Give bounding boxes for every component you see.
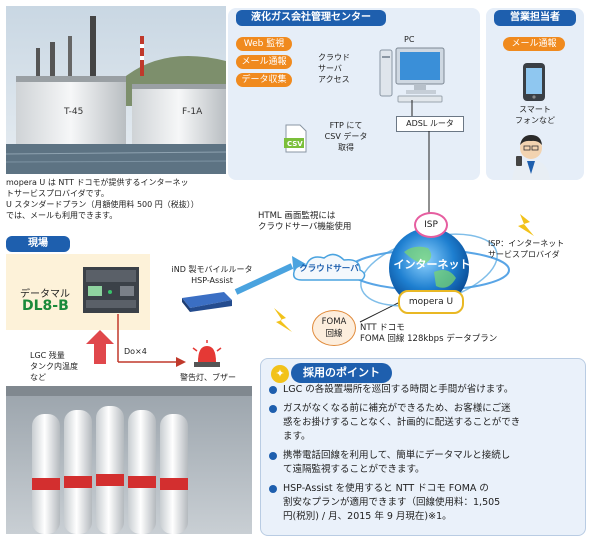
point-line: 円(税別) / 月、2015 年 9 月現在)※1。: [283, 511, 452, 522]
point-line: 惑をお掛けすることなく、計画的に配送することができ: [283, 417, 521, 428]
pc-icon: [378, 46, 448, 110]
do-label: Do×4: [124, 347, 147, 356]
cloud-access-line: クラウド: [318, 53, 350, 62]
logger-label: データマル: [20, 289, 70, 300]
point-line: LGC の各設置場所を巡回する時間と手間が省けます。: [283, 384, 514, 395]
lgc-tanks-photo: [6, 386, 252, 534]
html-note-line: クラウドサーバ機能使用: [258, 222, 352, 232]
router-line: HSP-Assist: [191, 276, 233, 285]
lgc-line: LGC 残量: [30, 351, 65, 360]
logger-model: DL8-B: [22, 298, 69, 314]
lgc-label: LGC 残量 タンク内温度 など: [30, 350, 100, 383]
csv-icon-text: CSV: [287, 140, 303, 148]
site-title: 現場: [6, 236, 70, 252]
point-line: 割安なプランが適用できます（回線使用料：1,505: [283, 497, 501, 508]
ftp-label: FTP にて CSV データ 取得: [316, 120, 376, 153]
internet-label: インターネット: [393, 258, 471, 271]
foma-line: 回線: [325, 329, 343, 339]
smartphone-line: フォンなど: [515, 116, 555, 125]
mail-alert-badge: メール通報: [236, 55, 292, 69]
wireless-bolt-icon: [518, 214, 534, 236]
csv-file-icon: CSV: [282, 124, 310, 158]
point-item: ガスがなくなる前に補充ができるため、お客様にご迷 惑をお掛けすることなく、計画的…: [269, 402, 561, 444]
cloud-access-line: アクセス: [318, 75, 350, 84]
ntt-plan-line: NTT ドコモ: [360, 323, 405, 333]
point-item: HSP-Assist を使用すると NTT ドコモ FOMA の 割安なプランが…: [269, 482, 561, 524]
plant-photo: T-45 F-1A: [6, 6, 226, 174]
ftp-line: FTP にて: [329, 121, 363, 130]
sales-title: 営業担当者: [494, 10, 576, 26]
alarm-label: 警告灯、ブザー: [180, 373, 236, 382]
point-line: HSP-Assist を使用すると NTT ドコモ FOMA の: [283, 483, 489, 494]
point-item: 携帯電話回線を利用して、簡単にデータマルと接続し て遠隔監視することができます。: [269, 449, 561, 477]
ntt-plan-label: NTT ドコモ FOMA 回線 128kbps データプラン: [360, 323, 540, 345]
ftp-line: 取得: [338, 143, 354, 152]
isp-note-line: ISP：インターネット: [488, 239, 565, 248]
point-line: ガスがなくなる前に補充ができるため、お客様にご迷: [283, 403, 511, 414]
caption-line: では、メールも利用できます。: [6, 211, 118, 220]
html-note-line: HTML 画面監視には: [258, 211, 336, 221]
tank-label-f1a: F-1A: [182, 107, 203, 117]
cloud-access-line: サーバ: [318, 64, 342, 73]
smartphone-icon: [522, 62, 546, 106]
router-line: iND 製モバイルルータ: [171, 265, 253, 274]
caption-line: トサービスプロバイダです。: [6, 189, 109, 198]
management-center-title: 液化ガス会社管理センター: [236, 10, 386, 26]
photo-caption: mopera U は NTT ドコモが提供するインターネッ トサービスプロバイダ…: [6, 177, 236, 221]
wireless-bolt-icon: [274, 308, 292, 332]
router-label: iND 製モバイルルータ HSP-Assist: [152, 264, 272, 286]
adoption-points-panel: ✦ 採用のポイント LGC の各設置場所を巡回する時間と手間が省けます。 ガスが…: [260, 358, 586, 536]
isp-note-line: サービスプロバイダ: [488, 250, 560, 259]
caption-line: mopera U は NTT ドコモが提供するインターネッ: [6, 178, 189, 187]
cloud-access-label: クラウド サーバ アクセス: [318, 52, 368, 85]
adsl-router-label: ADSL ルータ: [406, 119, 454, 128]
pc-label: PC: [404, 35, 415, 44]
adsl-router-box: ADSL ルータ: [396, 116, 464, 132]
adoption-points-title: 採用のポイント: [291, 363, 392, 383]
management-center-panel: [228, 8, 480, 180]
caption-line: U スタンダードプラン（月額使用料 500 円（税抜））: [6, 200, 199, 209]
lgc-line: タンク内温度: [30, 362, 78, 371]
sales-mail-badge: メール通報: [503, 37, 565, 51]
ntt-plan-line: FOMA 回線 128kbps データプラン: [360, 334, 498, 344]
foma-node: FOMA 回線: [312, 310, 356, 346]
data-collection-badge: データ収集: [236, 73, 292, 87]
html-note: HTML 画面監視には クラウドサーバ機能使用: [258, 211, 388, 233]
smartphone-label: スマート フォンなど: [500, 104, 570, 126]
mopera-label: mopera U: [408, 297, 454, 307]
adoption-points-list: LGC の各設置場所を巡回する時間と手間が省けます。 ガスがなくなる前に補充がで…: [269, 383, 561, 529]
lgc-line: など: [30, 373, 46, 382]
tank-label-t45: T-45: [63, 107, 83, 117]
bulb-icon: ✦: [271, 365, 289, 383]
point-line: 携帯電話回線を利用して、簡単にデータマルと接続し: [283, 450, 511, 461]
smartphone-line: スマート: [519, 105, 551, 114]
point-line: て遠隔監視することができます。: [283, 464, 425, 475]
isp-node: ISP: [414, 212, 448, 238]
cloud-server-label: クラウドサーバ: [299, 264, 359, 274]
isp-note: ISP：インターネット サービスプロバイダ: [488, 238, 588, 260]
salesperson-icon: [508, 130, 554, 184]
cloud-server-icon: [290, 250, 370, 290]
plant-photo-drawing: T-45 F-1A: [6, 6, 226, 174]
warning-light-icon: [190, 340, 224, 374]
isp-label: ISP: [424, 220, 438, 230]
foma-line: FOMA: [321, 317, 347, 327]
mopera-node: mopera U: [398, 290, 464, 314]
ftp-line: CSV データ: [324, 132, 368, 141]
lgc-cylinders: [32, 406, 188, 534]
web-monitor-badge: Web 監視: [236, 37, 292, 51]
mobile-router-icon: [176, 290, 236, 318]
data-logger-device: [82, 266, 142, 318]
point-line: ます。: [283, 431, 311, 442]
point-item: LGC の各設置場所を巡回する時間と手間が省けます。: [269, 383, 561, 397]
